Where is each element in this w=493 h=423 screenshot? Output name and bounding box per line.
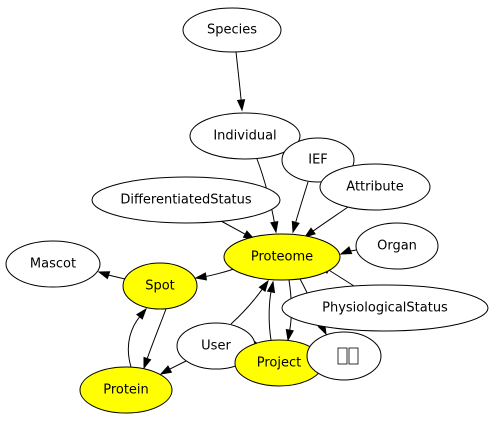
node-label: PhysiologicalStatus <box>322 301 448 316</box>
node-label: Attribute <box>346 180 403 195</box>
node-mascot[interactable]: Mascot <box>5 240 101 288</box>
node-label: DifferentiatedStatus <box>120 193 252 208</box>
node-differentiatedstatus[interactable]: DifferentiatedStatus <box>91 176 281 224</box>
node-spot[interactable]: Spot <box>122 262 198 310</box>
node-label: IEF <box>308 153 328 168</box>
node-label: Spot <box>145 279 175 294</box>
edge-line <box>235 51 242 102</box>
node-unknown[interactable] <box>306 331 382 381</box>
node-label: Mascot <box>30 257 76 272</box>
node-shape <box>182 7 282 53</box>
node-label: Organ <box>377 239 417 254</box>
edge-line <box>146 308 167 360</box>
node-shape <box>319 163 431 211</box>
node-species[interactable]: Species <box>182 7 282 53</box>
arrow-head-icon <box>339 246 353 255</box>
node-shape <box>281 284 489 332</box>
edge-user-to-proteome <box>230 279 269 325</box>
edge-line <box>220 220 247 236</box>
node-label: Species <box>207 23 257 38</box>
node-proteome[interactable]: Proteome <box>223 233 341 281</box>
arrow-head-icon <box>285 328 294 342</box>
arrow-head-icon <box>303 227 316 238</box>
edge-spot-to-protein <box>143 308 167 370</box>
edge-line <box>230 288 264 325</box>
node-shape <box>189 112 301 160</box>
arrow-head-icon <box>143 356 152 370</box>
edge-line <box>327 269 355 287</box>
edge-differentiatedstatus-to-proteome <box>220 220 256 240</box>
edge-proteome-to-spot <box>194 268 235 281</box>
edge-line <box>312 206 349 233</box>
node-attribute[interactable]: Attribute <box>319 163 431 211</box>
edge-organ-to-proteome <box>339 246 357 255</box>
edge-line <box>127 315 141 368</box>
edge-line <box>294 181 309 224</box>
node-shape <box>91 176 281 224</box>
arrow-head-icon <box>159 365 173 375</box>
node-label: User <box>201 339 231 354</box>
node-label: Individual <box>213 129 276 144</box>
arrow-head-icon <box>194 272 207 281</box>
node-project[interactable]: Project <box>234 339 324 387</box>
node-organ[interactable]: Organ <box>355 222 439 270</box>
node-shape <box>223 233 341 281</box>
arrow-head-icon <box>97 271 111 280</box>
arrow-head-icon <box>136 307 147 320</box>
arrow-head-icon <box>291 220 300 234</box>
edge-line <box>204 268 235 278</box>
edge-project-to-proteome <box>266 280 276 341</box>
arrow-head-icon <box>270 220 279 234</box>
edge-attribute-to-proteome <box>303 206 349 238</box>
node-label: Project <box>257 356 301 371</box>
missing-glyph-icon <box>337 347 359 365</box>
arrow-head-icon <box>236 99 246 112</box>
edge-species-to-individual <box>235 51 246 112</box>
edge-user-to-protein <box>159 360 187 375</box>
edge-line <box>107 274 126 280</box>
node-shape <box>355 222 439 270</box>
arrow-head-icon <box>266 280 276 294</box>
edge-spot-to-mascot <box>97 271 126 280</box>
node-shape <box>122 262 198 310</box>
node-individual[interactable]: Individual <box>189 112 301 160</box>
node-label: Protein <box>103 383 149 398</box>
node-protein[interactable]: Protein <box>79 366 173 414</box>
edge-line <box>268 290 272 341</box>
node-shape <box>79 366 173 414</box>
node-shape <box>5 240 101 288</box>
edge-line <box>168 360 187 371</box>
node-label: Proteome <box>251 250 313 265</box>
node-physiologicalstatus[interactable]: PhysiologicalStatus <box>281 284 489 332</box>
arrow-head-icon <box>258 279 269 293</box>
edge-protein-to-spot <box>127 307 147 368</box>
edge-ief-to-proteome <box>291 181 309 234</box>
